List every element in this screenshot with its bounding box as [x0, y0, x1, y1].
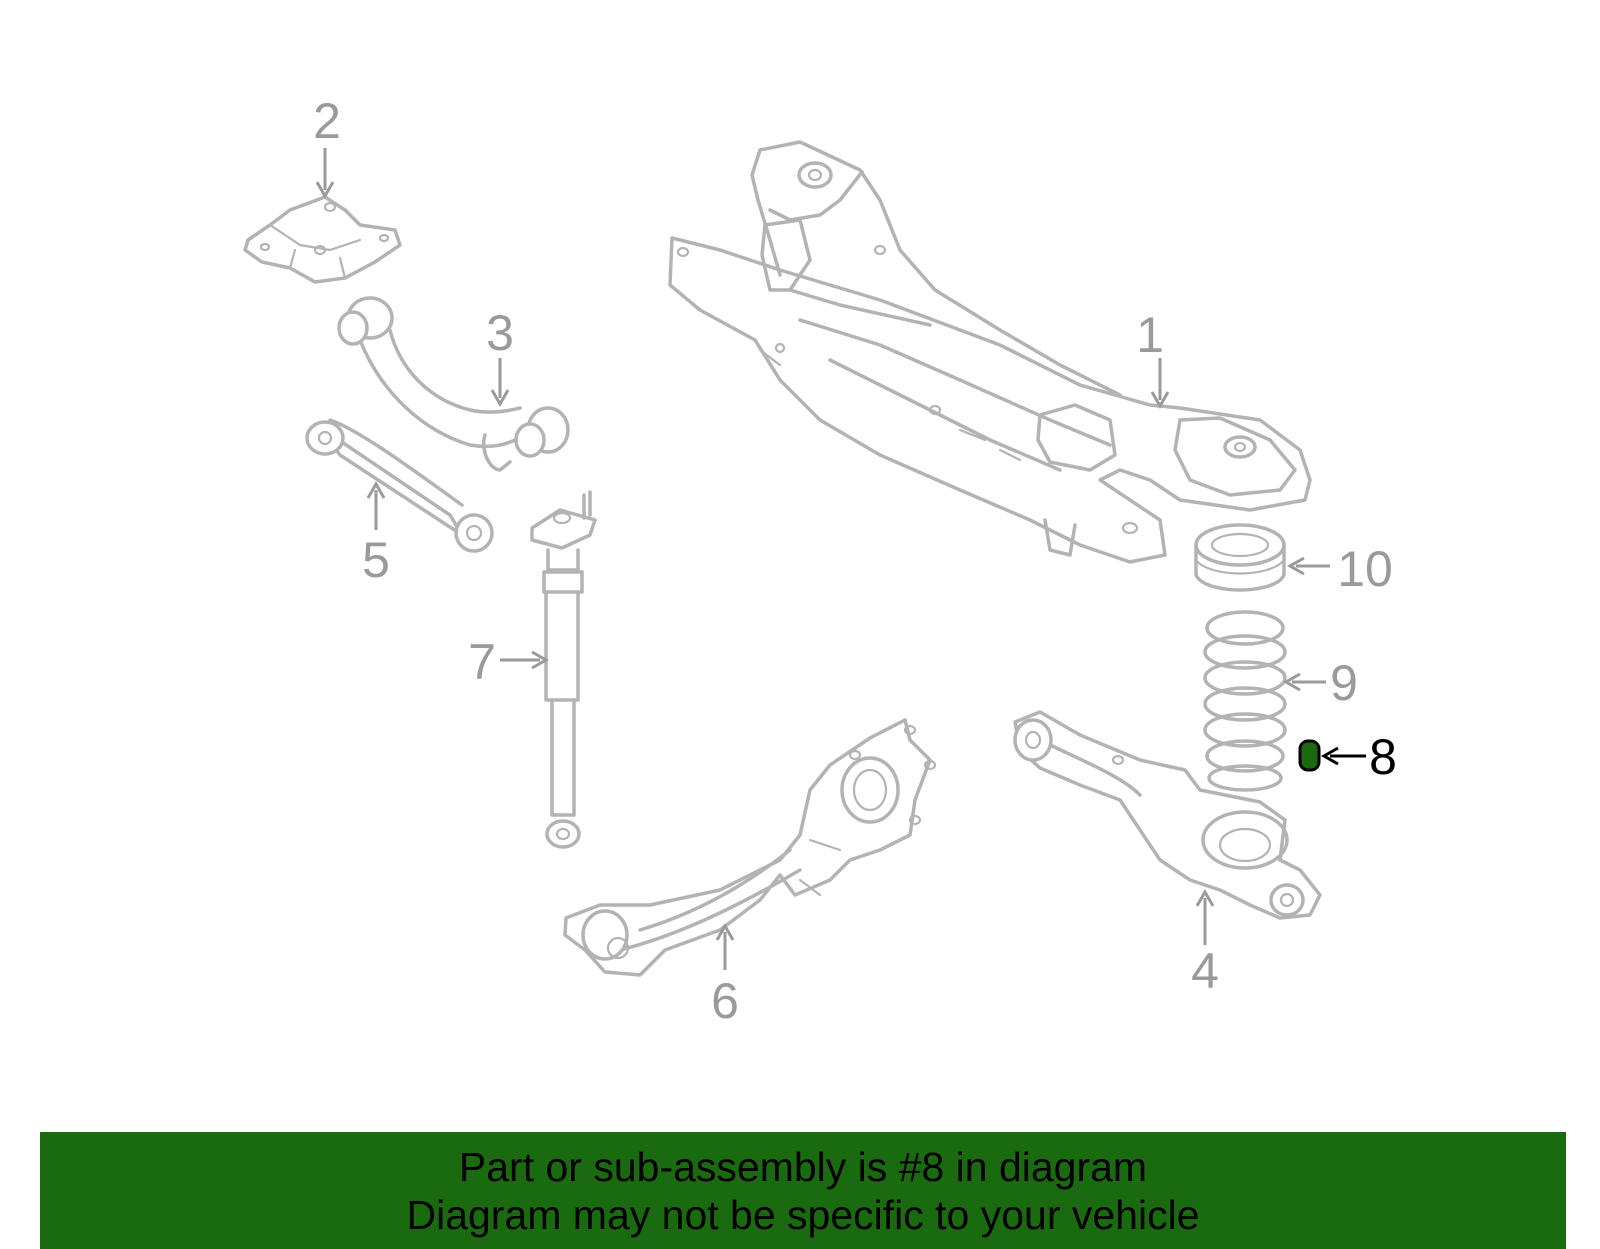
callout-number-6: 6 [711, 973, 739, 1029]
lateral-link-part [305, 418, 494, 553]
callout-5: 5 [362, 480, 390, 588]
spring-insulator-part [1194, 523, 1286, 592]
callout-number-1: 1 [1136, 307, 1164, 363]
callout-6: 6 [711, 922, 739, 1029]
callout-1: 1 [1136, 307, 1170, 410]
lower-spring-arm-part [1013, 710, 1322, 920]
info-banner: Part or sub-assembly is #8 in diagram Di… [40, 1132, 1566, 1249]
crossmember-part [668, 140, 1312, 564]
callout-number-7: 7 [468, 634, 496, 690]
banner-line-disclaimer: Diagram may not be specific to your vehi… [406, 1192, 1200, 1238]
callout-number-8: 8 [1369, 729, 1397, 785]
callout-7: 7 [468, 634, 550, 690]
banner-line-part-number: Part or sub-assembly is #8 in diagram [458, 1144, 1148, 1190]
trailing-arm-part [563, 718, 937, 977]
shock-absorber-part [530, 490, 597, 849]
callout-10: 10 [1286, 541, 1393, 597]
callout-9: 9 [1282, 655, 1358, 711]
upper-control-arm-part [337, 296, 570, 472]
callout-2: 2 [313, 93, 341, 200]
callout-number-3: 3 [486, 305, 514, 361]
coil-spring-part [1203, 610, 1287, 792]
callout-number-10: 10 [1337, 541, 1393, 597]
callout-3: 3 [486, 305, 514, 408]
bracket-plate-part [243, 195, 402, 284]
callout-4: 4 [1191, 888, 1219, 999]
callout-number-2: 2 [313, 93, 341, 149]
bump-stop-part [1298, 739, 1321, 772]
callout-number-5: 5 [362, 532, 390, 588]
callout-number-4: 4 [1191, 943, 1219, 999]
callout-number-9: 9 [1330, 655, 1358, 711]
callout-8: 8 [1320, 729, 1397, 785]
